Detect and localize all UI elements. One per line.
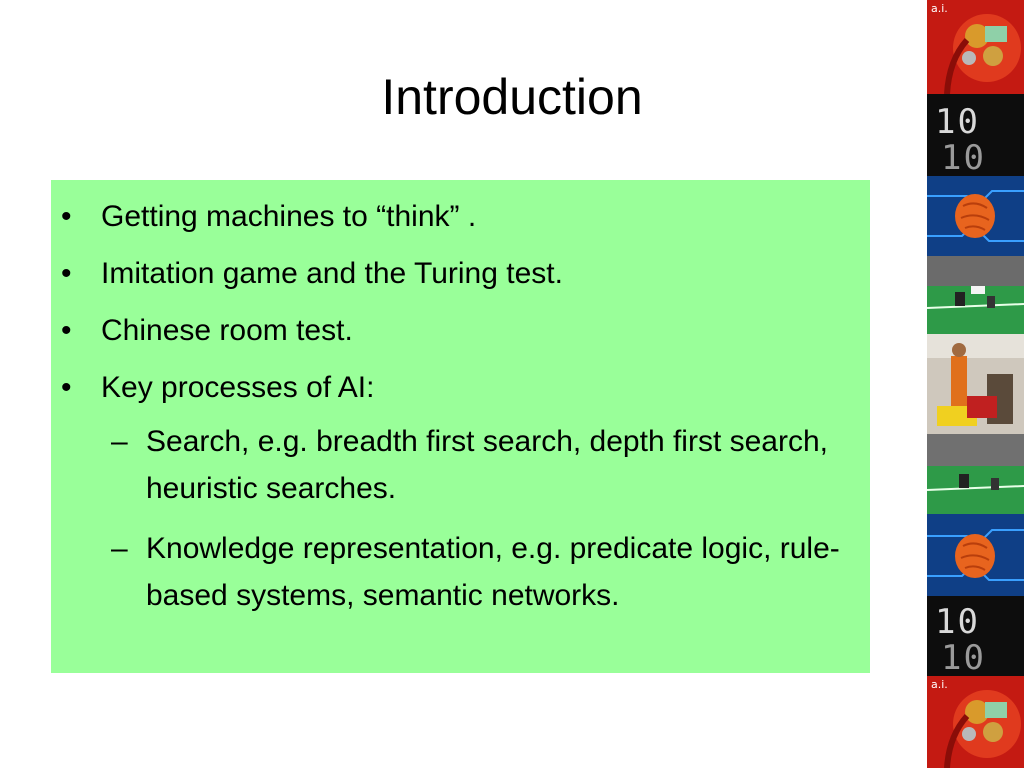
binary-digit: 1: [935, 102, 958, 142]
brain-circuit-image: [927, 514, 1024, 596]
sub-bullet-marker: –: [111, 532, 128, 565]
robot-demo-image: [927, 334, 1024, 434]
content-box: • Getting machines to “think” . • Imitat…: [51, 180, 870, 673]
slide-title: Introduction: [381, 69, 643, 125]
binary-digits-image: 10 10: [927, 596, 1024, 676]
decorative-image-strip: a.i. 10 10: [927, 0, 1024, 768]
ai-logo-label: a.i.: [931, 678, 948, 691]
bullet-marker: •: [61, 314, 72, 347]
bullet-item: • Imitation game and the Turing test.: [61, 250, 563, 297]
bullet-marker: •: [61, 371, 72, 404]
bullet-text: Chinese room test.: [101, 314, 353, 347]
bullet-marker: •: [61, 257, 72, 290]
sub-bullet-item: – Knowledge representation, e.g. predica…: [111, 525, 850, 619]
sub-bullet-text: Search, e.g. breadth first search, depth…: [146, 425, 829, 505]
binary-digit: 0: [957, 602, 980, 642]
ai-head-image: a.i.: [927, 0, 1024, 94]
binary-digit: 0: [963, 638, 986, 676]
robot-soccer-image: [927, 256, 1024, 334]
binary-digit: 0: [963, 138, 986, 176]
bullet-item: • Getting machines to “think” .: [61, 193, 477, 240]
bullet-item: • Chinese room test.: [61, 307, 353, 354]
robot-soccer-image: [927, 434, 1024, 514]
binary-digits-image: 10 10: [927, 94, 1024, 176]
binary-digit: 1: [941, 638, 964, 676]
bullet-text: Imitation game and the Turing test.: [101, 257, 563, 290]
binary-digit: 0: [957, 102, 980, 142]
ai-logo-label: a.i.: [931, 2, 948, 15]
sub-bullet-item: – Search, e.g. breadth first search, dep…: [111, 418, 850, 512]
sub-bullet-marker: –: [111, 425, 128, 458]
bullet-marker: •: [61, 200, 72, 233]
bullet-text: Getting machines to “think” .: [101, 200, 477, 233]
binary-digit: 1: [941, 138, 964, 176]
binary-digit: 1: [935, 602, 958, 642]
sub-bullet-text: Knowledge representation, e.g. predicate…: [146, 532, 840, 612]
bullet-text: Key processes of AI:: [101, 371, 375, 404]
ai-head-image: a.i.: [927, 676, 1024, 768]
bullet-item: • Key processes of AI:: [61, 364, 375, 411]
brain-circuit-image: [927, 176, 1024, 256]
